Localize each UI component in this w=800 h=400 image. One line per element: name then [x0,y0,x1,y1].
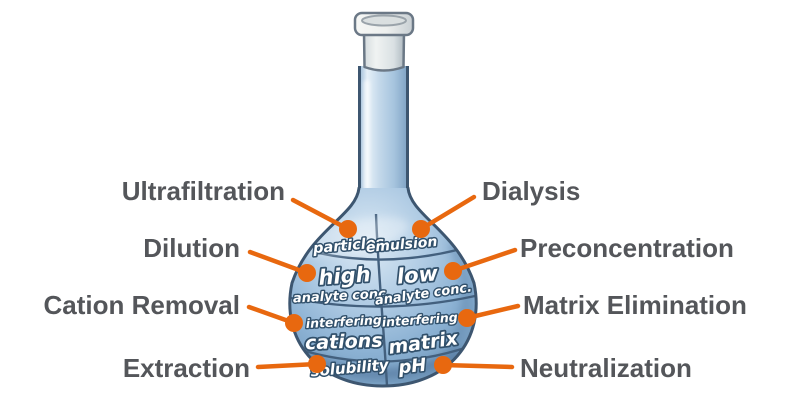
cell-interfering-left: interfering [305,312,382,331]
stopper-rim [361,14,407,27]
label-matrix-elimination: Matrix Elimination [523,290,747,320]
dot-dilution [298,264,316,282]
grid-row-divider-3 [297,345,469,363]
label-neutralization: Neutralization [520,353,692,383]
cell-high-sub: analyte conc. [293,286,391,306]
dot-preconcentration [444,262,462,280]
leader-extraction [255,361,320,370]
leader-preconcentration [450,247,518,274]
dot-cation-removal [285,314,303,332]
stopper-joint [362,30,406,72]
label-extraction: Extraction [122,353,250,383]
bulb-outline [288,186,478,388]
cell-ph: pH [396,355,427,379]
cell-high: high [318,262,372,290]
leader-dilution [247,249,310,276]
label-ultrafiltration: Ultrafiltration [121,176,285,206]
cell-interfering-right: interfering [381,309,458,329]
cell-low: low [396,261,440,289]
dot-extraction [308,355,326,373]
dot-dialysis [412,220,430,238]
dot-matrix-elimination [458,309,476,327]
leader-ultrafiltration [290,197,351,232]
dot-neutralization [434,356,452,374]
dot-ultrafiltration [339,220,357,238]
leader-dialysis [418,194,477,232]
label-cation-removal: Cation Removal [43,290,241,320]
connector-dots [285,220,476,374]
leader-lines [246,194,521,370]
label-preconcentration: Preconcentration [520,233,734,263]
cell-cations: cations [305,330,383,355]
neck-highlight [363,80,370,190]
label-dilution: Dilution [143,233,240,263]
flask-stopper [353,11,415,72]
leader-neutralization [440,362,515,370]
flask-neck [358,66,409,194]
grid-row-divider-2 [290,294,476,308]
label-dialysis: Dialysis [482,176,581,206]
